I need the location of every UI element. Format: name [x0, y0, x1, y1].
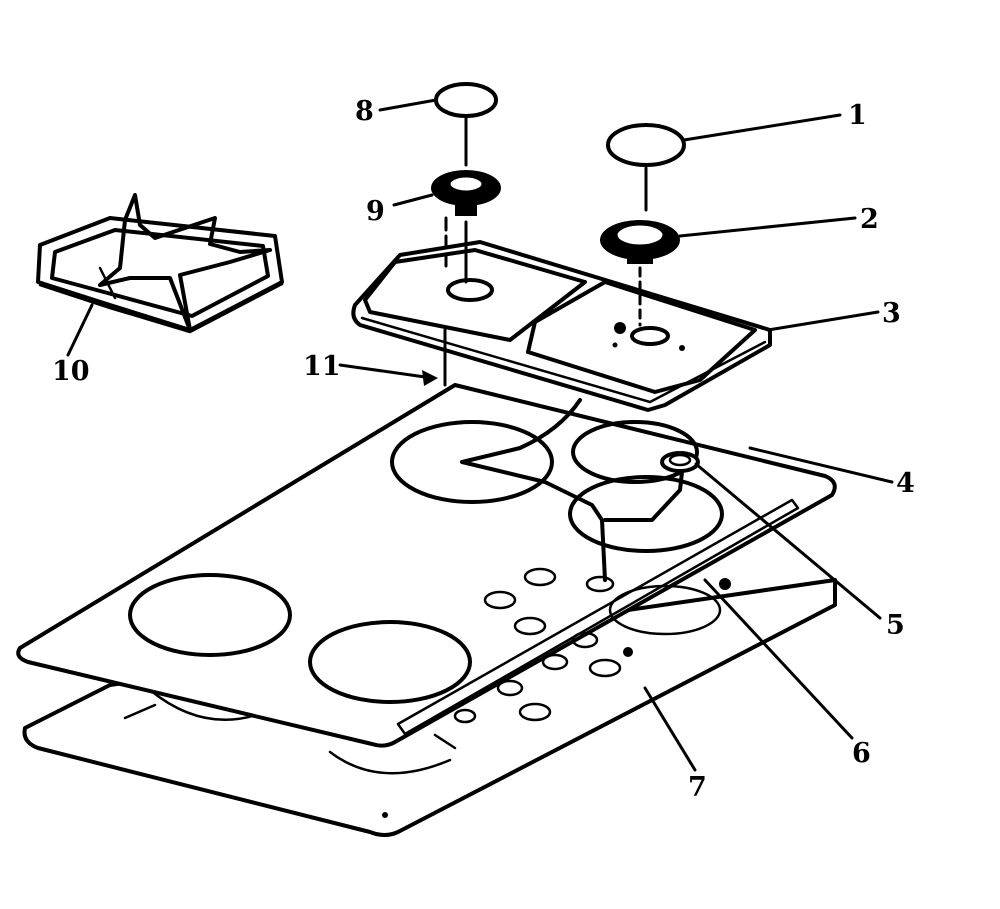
callout-7: 7 — [688, 772, 707, 803]
callout-3: 3 — [882, 298, 901, 329]
callout-leaders — [66, 98, 894, 772]
burner-opening-front-left — [128, 573, 292, 657]
callout-4: 4 — [896, 468, 915, 499]
burner-cap-large — [606, 123, 686, 167]
control-trim-strip — [396, 498, 800, 736]
burner-opening-rear-left — [390, 420, 554, 504]
burner-opening-front-right — [608, 584, 722, 636]
burner-opening-rear-right — [571, 420, 699, 484]
callout-8: 8 — [355, 96, 374, 127]
callout-5: 5 — [886, 610, 905, 641]
callout-10: 10 — [52, 356, 90, 387]
burner-plate — [351, 240, 772, 412]
callout-11: 11 — [303, 351, 341, 382]
glass-top — [16, 383, 837, 748]
callout-1: 1 — [848, 100, 867, 131]
control-knob-holes — [453, 567, 731, 724]
burner-grate — [36, 193, 284, 334]
callout-2: 2 — [860, 204, 879, 235]
burner-opening-front-center — [308, 620, 472, 704]
callout-9: 9 — [366, 196, 385, 227]
burner-head-small — [431, 170, 501, 216]
burner-cap-small — [434, 82, 498, 118]
callout-6: 6 — [852, 738, 871, 769]
burner-opening-center — [568, 475, 724, 553]
burner-head-large — [600, 220, 680, 264]
gas-tube — [460, 398, 607, 582]
